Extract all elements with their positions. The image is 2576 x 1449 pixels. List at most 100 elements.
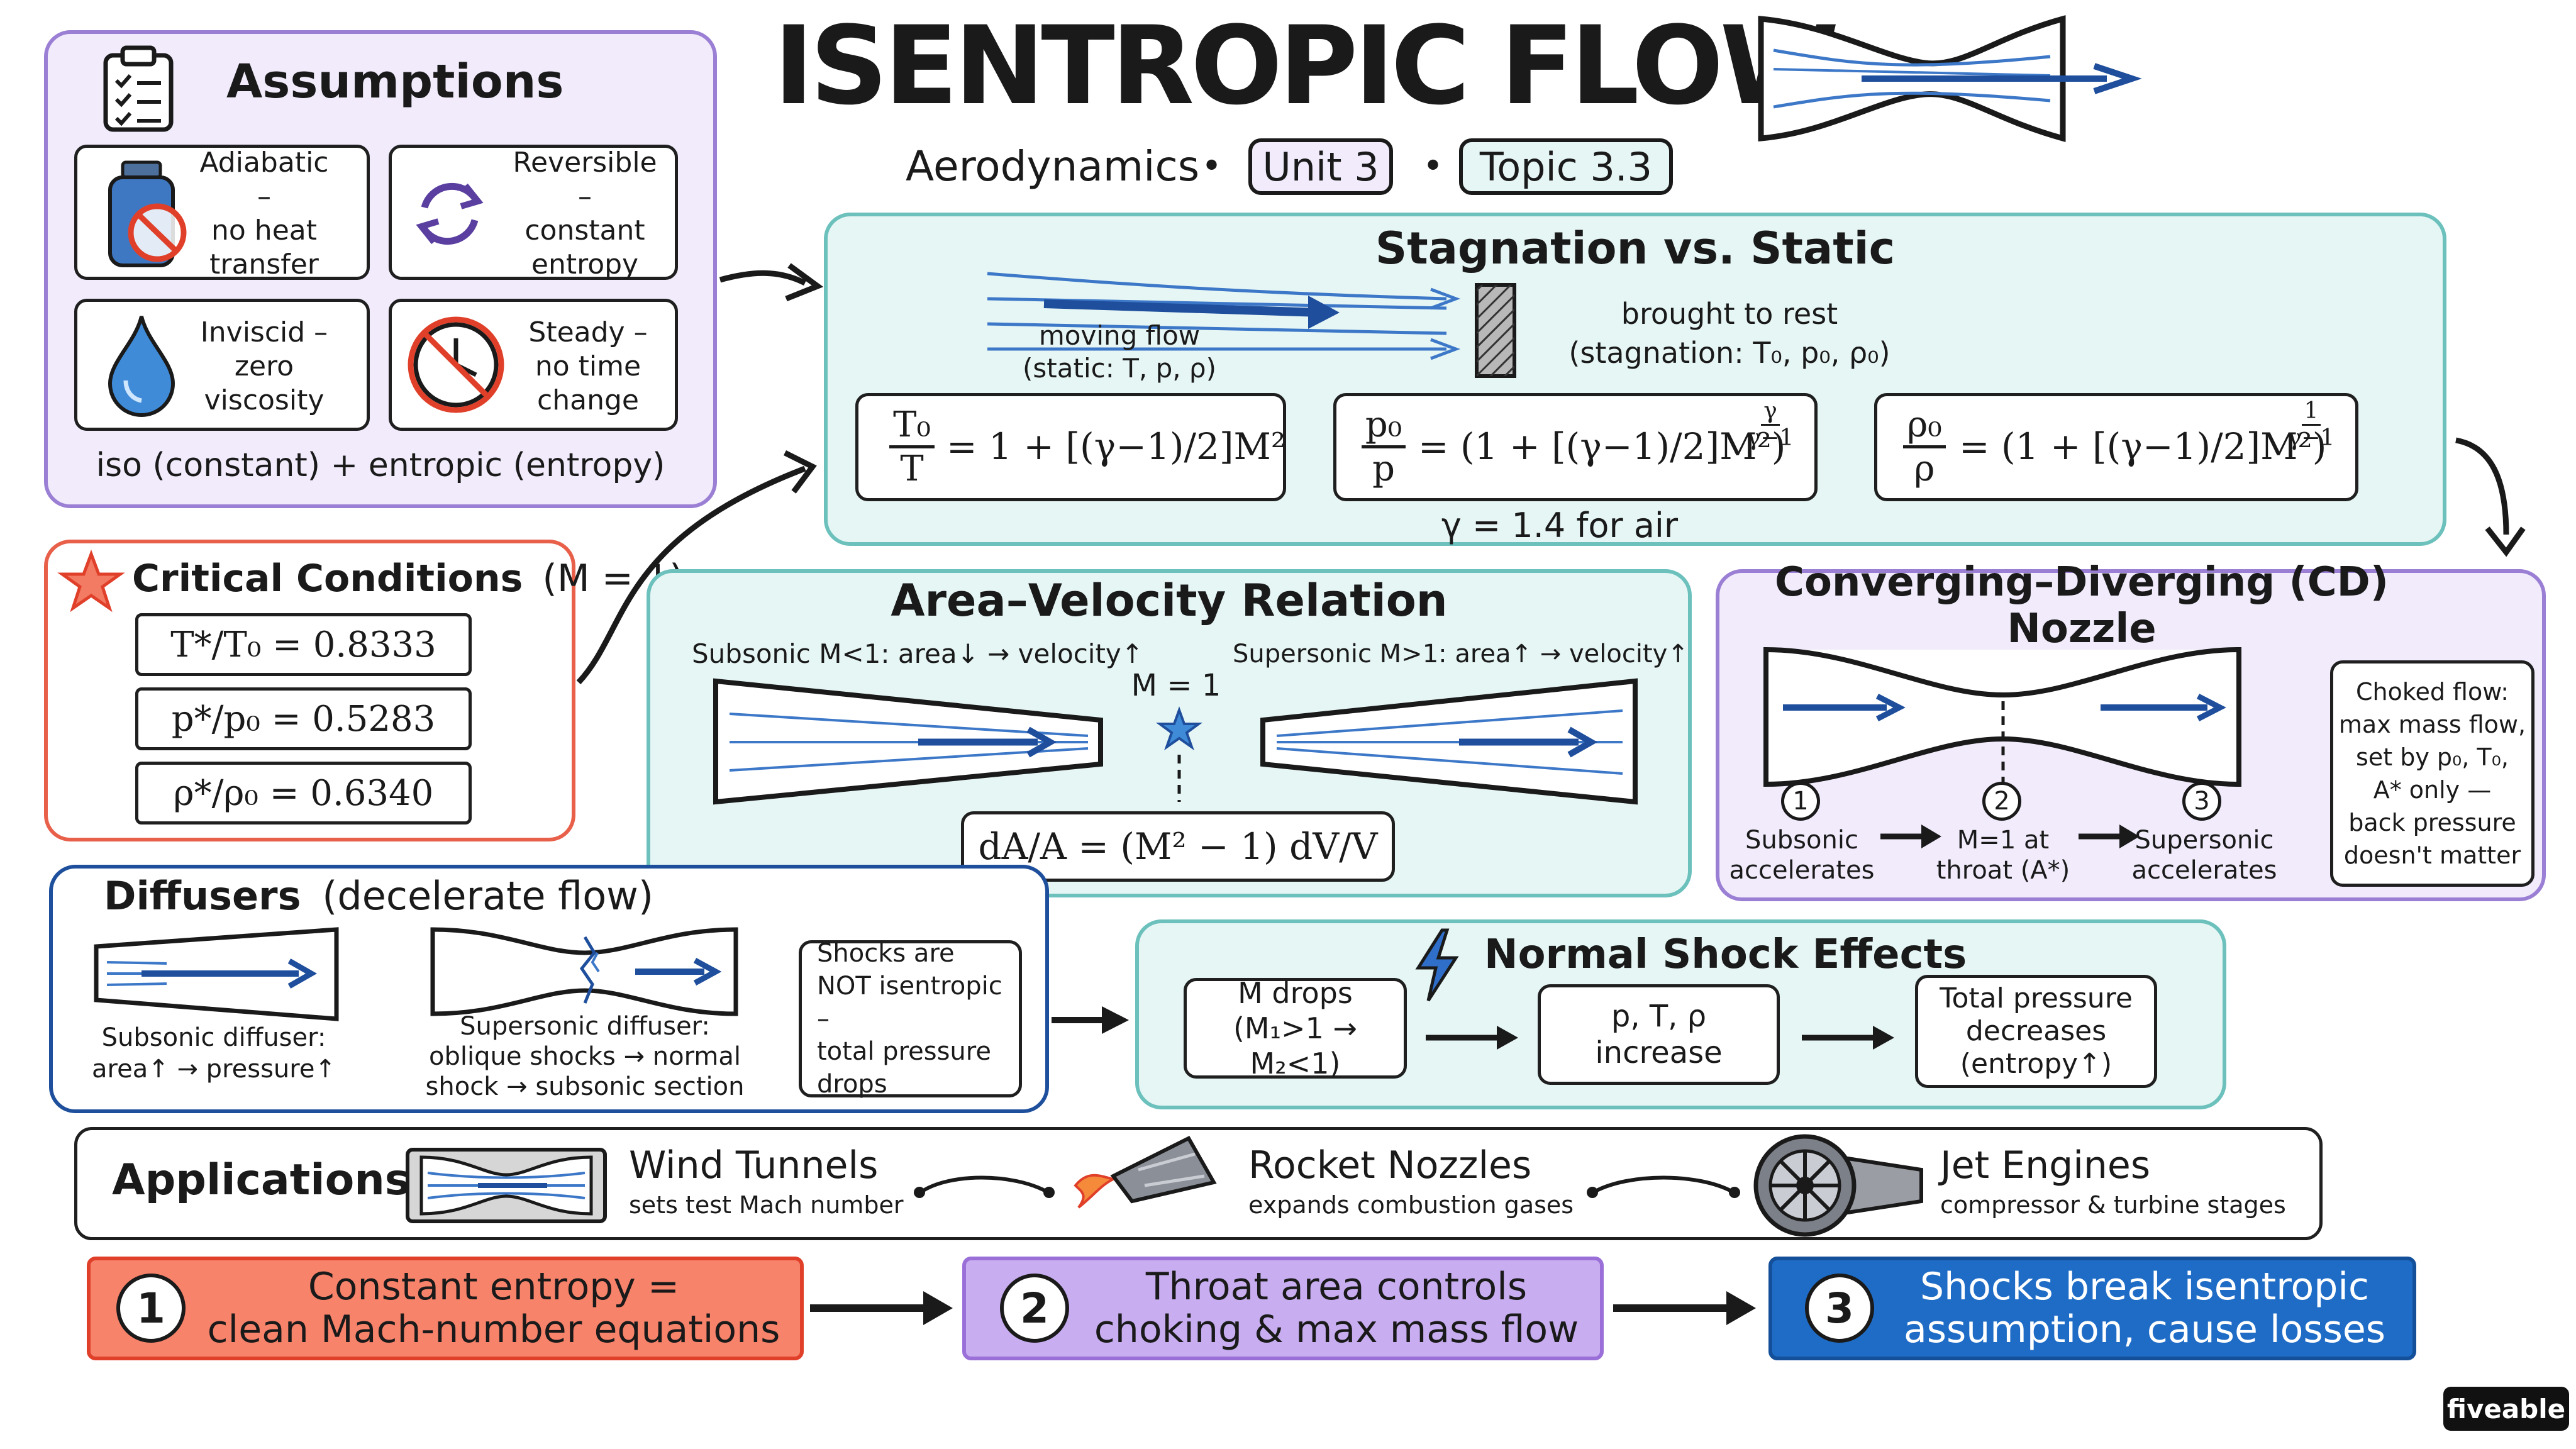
rest-label: brought to rest (stagnation: T₀, p₀, ρ₀) (1535, 292, 1924, 374)
course-label: Aerodynamics (906, 142, 1200, 191)
rest-line-2: (stagnation: T₀, p₀, ρ₀) (1568, 336, 1890, 370)
density-ratio-denominator: ρ (1914, 448, 1935, 489)
assumption-text-reversible: Reversible – constant entropy (503, 147, 667, 280)
total-pressure-line-2: decreases (1965, 1015, 2107, 1047)
takeaway-3-line-2: assumption, cause losses (1903, 1307, 2386, 1352)
rocket-nozzle-icon (1074, 1136, 1217, 1209)
cd-stage-arrow-1-icon (1880, 824, 1941, 848)
takeaway-arrow-2-icon (1613, 1291, 1756, 1325)
cd-nozzle-diagram-icon (1763, 647, 2241, 792)
cd-stage-1-number: 1 (1781, 782, 1820, 821)
no-clock-icon (408, 316, 504, 413)
wall-block-icon (1475, 283, 1516, 378)
density-exponent-num: 1 (2301, 398, 2321, 426)
steady-line-2: no time (535, 350, 641, 382)
supersonic-diffuser-line-2: oblique shocks → normal (429, 1042, 741, 1071)
pressure-ratio-fraction: p₀ p (1352, 402, 1415, 491)
reversible-arrows-icon (416, 182, 484, 245)
takeaway-3 (1768, 1257, 2416, 1360)
takeaway-1-number: 1 (116, 1274, 186, 1343)
separator-dot: • (1201, 146, 1223, 187)
cd-stage-2-label: M=1 at throat (A*) (1934, 824, 2072, 887)
supersonic-diffuser-line-3: shock → subsonic section (425, 1072, 745, 1101)
sonic-label: M = 1 (1131, 668, 1221, 703)
wind-tunnels-name: Wind Tunnels (629, 1143, 879, 1187)
critical-row-pressure: p*/p₀ = 0.5283 (135, 687, 472, 750)
shocks-note-line-4: drops (817, 1070, 887, 1099)
supersonic-relation-label: Supersonic M>1: area↑ → velocity↑ (1233, 640, 1689, 669)
rocket-nozzles-desc: expands combustion gases (1248, 1191, 1574, 1219)
moving-flow-label: moving flow (static: T, p, ρ) (994, 318, 1245, 387)
reversible-line-1: Reversible – (513, 147, 657, 213)
shock-step-mach-drop: M drops (M₁>1 → M₂<1) (1184, 976, 1407, 1080)
adiabatic-line-3: transfer (209, 248, 319, 280)
lightning-icon (1415, 928, 1459, 1002)
cd-stage-1-label: Subsonic accelerates (1729, 824, 1875, 887)
area-velocity-title: Area–Velocity Relation (891, 575, 1448, 626)
nozzle-logo-icon (1758, 15, 2142, 142)
takeaway-1-line-2: clean Mach-number equations (207, 1307, 780, 1352)
shocks-note-line-1: Shocks are (817, 939, 955, 968)
subsonic-diffuser-line-2: area↑ → pressure↑ (92, 1055, 336, 1084)
takeaway-2-number: 2 (1000, 1274, 1069, 1343)
critical-row-temperature: T*/T₀ = 0.8333 (135, 613, 472, 676)
shocks-note: Shocks are NOT isentropic – total pressu… (799, 939, 1022, 1099)
sonic-star-icon (1155, 706, 1203, 802)
jet-engines-name: Jet Engines (1940, 1143, 2151, 1187)
cd-stage-1-line-2: accelerates (1729, 856, 1875, 885)
subsonic-diffuser-line-1: Subsonic diffuser: (101, 1023, 326, 1052)
increase-line-2: increase (1595, 1035, 1723, 1070)
cd-stage-2-line-2: throat (A*) (1936, 856, 2070, 885)
pressure-ratio-numerator: p₀ (1361, 404, 1406, 448)
jet-engine-icon (1753, 1134, 1923, 1237)
pressure-ratio-formula (1333, 393, 1818, 501)
shock-arrow-1-icon (1426, 1026, 1518, 1050)
cd-stage-3-line-1: Supersonic (2135, 826, 2274, 855)
jet-engines-desc: compressor & turbine stages (1940, 1191, 2286, 1219)
choked-flow-note: Choked flow: max mass flow, set by p₀, T… (2330, 660, 2534, 887)
temperature-ratio-denominator: T (900, 448, 924, 489)
pressure-ratio-denominator: p (1372, 448, 1395, 489)
assumptions-footer: iso (constant) + entropic (entropy) (96, 447, 665, 484)
shock-step-increase: p, T, ρ increase (1538, 984, 1780, 1085)
density-exponent-den: γ−1 (2287, 425, 2335, 451)
total-pressure-line-3: (entropy↑) (1960, 1048, 2112, 1080)
wind-tunnel-icon (406, 1148, 607, 1223)
cd-stage-2-number: 2 (1982, 782, 2021, 821)
moving-flow-icon (987, 272, 1461, 360)
adiabatic-line-2: no heat (211, 214, 317, 247)
shock-arrow-2-icon (1802, 1026, 1894, 1050)
rocket-nozzles-name: Rocket Nozzles (1248, 1143, 1532, 1187)
connector-2-icon (1587, 1175, 1740, 1198)
wind-tunnels-desc: sets test Mach number (629, 1191, 904, 1219)
pressure-ratio-exponent: γ γ−1 (1742, 396, 1799, 453)
assumption-card-reversible (389, 145, 678, 280)
choked-line-5: back pressure (2348, 809, 2516, 836)
assumption-text-adiabatic: Adiabatic – no heat transfer (189, 147, 340, 280)
density-ratio-formula (1874, 393, 2358, 501)
cd-stage-3-line-2: accelerates (2131, 856, 2277, 885)
increase-line-1: p, T, ρ (1611, 999, 1707, 1034)
steady-line-3: change (537, 384, 639, 416)
reversible-line-3: entropy (531, 248, 639, 280)
assumption-text-inviscid: Inviscid – zero viscosity (189, 311, 340, 421)
subsonic-relation-label: Subsonic M<1: area↓ → velocity↑ (692, 638, 1143, 669)
mach-drop-line-2: (M₁>1 → M₂<1) (1233, 1011, 1358, 1080)
total-pressure-line-1: Total pressure (1940, 982, 2133, 1014)
takeaway-3-text: Shocks break isentropic assumption, caus… (1877, 1261, 2412, 1355)
takeaway-2-line-1: Throat area controls (1145, 1265, 1528, 1309)
cd-stage-1-line-1: Subsonic (1745, 826, 1858, 855)
adiabatic-line-1: Adiabatic – (199, 147, 329, 213)
takeaway-arrow-1-icon (810, 1291, 953, 1325)
connector-1-icon (914, 1175, 1055, 1198)
critical-row-density: ρ*/ρ₀ = 0.6340 (135, 762, 472, 824)
shocks-note-line-3: total pressure (817, 1037, 991, 1066)
temperature-ratio-fraction: T₀ T (880, 402, 943, 491)
page-title: ISENTROPIC FLOW (774, 3, 1839, 129)
diverging-duct-icon (1260, 678, 1638, 805)
density-ratio-numerator: ρ₀ (1903, 404, 1946, 448)
inviscid-line-1: Inviscid – (200, 316, 328, 348)
pressure-ratio-rhs: = (1 + [(γ−1)/2]M²) (1418, 425, 1786, 468)
applications-title: Applications (112, 1155, 411, 1205)
